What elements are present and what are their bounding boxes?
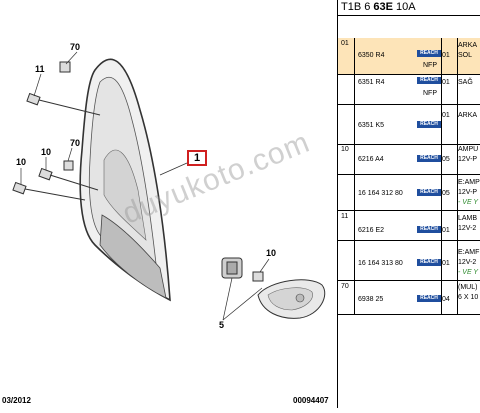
- row-index: 01: [341, 40, 349, 47]
- footer-date: 03/2012: [2, 396, 31, 405]
- description: SAĞ: [458, 79, 473, 86]
- callout-70-top: 70: [70, 42, 81, 52]
- quantity: 04: [442, 296, 450, 303]
- parts-table: T1B 6 63E 10A 01 6350 R4 REACH NFP 01 AR…: [337, 0, 480, 408]
- description: 12V-2: [458, 225, 477, 232]
- callout-70-mid: 70: [70, 138, 81, 148]
- part-ref: 6350 R4: [358, 52, 385, 59]
- header-suffix: 10A: [392, 1, 416, 13]
- quantity: 01: [442, 52, 450, 59]
- row-index: 11: [341, 213, 349, 220]
- row-index: 70: [341, 283, 349, 290]
- part-ref: 6351 R4: [358, 79, 385, 86]
- quantity: 01: [442, 260, 450, 267]
- description: SOL: [458, 52, 473, 59]
- description: ARKA: [458, 42, 478, 49]
- description-note: - VE Y: [458, 199, 479, 206]
- description: (MUL): [458, 284, 478, 291]
- exploded-view-drawing: [12, 51, 326, 321]
- quantity: 05: [442, 190, 450, 197]
- clip-70-top: [59, 61, 71, 73]
- part-ref: 16 164 312 80: [358, 190, 403, 197]
- reach-badge: REACH: [417, 155, 441, 162]
- callout-11: 11: [35, 64, 45, 74]
- parts-diagram: 70 11 10 70 10 1 10 5 duyukoto.com 03/20…: [2, 42, 329, 405]
- callout-1-label: 1: [193, 152, 201, 164]
- table-row[interactable]: 70 6938 25 REACH 04 (MUL) 6 X 10: [338, 280, 480, 315]
- callout-5: 5: [219, 320, 225, 330]
- part-ref: 6351 K5: [358, 122, 385, 129]
- part-ref: 16 164 313 80: [358, 260, 403, 267]
- reach-badge: REACH: [417, 121, 441, 128]
- header-prefix: T1B 6: [341, 1, 374, 13]
- table-row[interactable]: 16 164 312 80 REACH 05 E:AMP 12V-P - VE …: [338, 174, 480, 211]
- quantity: 01: [442, 227, 450, 234]
- table-row[interactable]: 01 6350 R4 REACH NFP 01 ARKA SOL: [338, 38, 480, 75]
- description: ARKA: [458, 112, 478, 119]
- table-row[interactable]: 6351 K5 REACH 01 ARKA: [338, 104, 480, 145]
- quantity: 01: [442, 79, 450, 86]
- bulb-holder: [221, 257, 264, 282]
- description: 12V-2: [458, 259, 477, 266]
- nfp-note: NFP: [423, 90, 437, 97]
- quantity: 01: [442, 112, 450, 119]
- header-code: 63E: [373, 1, 393, 13]
- table-row[interactable]: 11 6216 E2 REACH 01 LAMB 12V-2: [338, 210, 480, 241]
- reach-badge: REACH: [417, 295, 441, 302]
- reach-badge: REACH: [417, 189, 441, 196]
- description: E:AMF: [458, 249, 480, 256]
- row-index: 10: [341, 146, 349, 153]
- table-row[interactable]: 16 164 313 80 REACH 01 E:AMF 12V-2 - VE …: [338, 240, 480, 281]
- table-row[interactable]: 10 6216 A4 REACH 05 AMPU 12V-P: [338, 144, 480, 175]
- table-header: T1B 6 63E 10A: [338, 0, 480, 16]
- part-ref: 6216 A4: [358, 156, 384, 163]
- callout-1-highlight[interactable]: 1: [187, 150, 207, 166]
- reach-badge: REACH: [417, 50, 441, 57]
- callout-10-left: 10: [16, 157, 27, 167]
- table-row[interactable]: 6351 R4 REACH NFP 01 SAĞ: [338, 74, 480, 105]
- description-note: - VE Y: [458, 269, 479, 276]
- reach-badge: REACH: [417, 226, 441, 233]
- reach-badge: REACH: [417, 77, 441, 84]
- description: E:AMP: [458, 179, 480, 186]
- description: 6 X 10: [458, 294, 479, 301]
- part-ref: 6216 E2: [358, 227, 385, 234]
- callout-10-mid: 10: [41, 147, 52, 157]
- callout-10-right: 10: [266, 248, 277, 258]
- description: LAMB: [458, 215, 478, 222]
- quantity: 05: [442, 156, 450, 163]
- nfp-note: NFP: [423, 62, 437, 69]
- reach-badge: REACH: [417, 259, 441, 266]
- part-ref: 6938 25: [358, 296, 384, 303]
- spacer-row: [338, 16, 480, 39]
- description: 12V-P: [458, 189, 478, 196]
- description: AMPU: [458, 146, 479, 153]
- footer-number: 00094407: [293, 396, 329, 405]
- description: 12V-P: [458, 156, 478, 163]
